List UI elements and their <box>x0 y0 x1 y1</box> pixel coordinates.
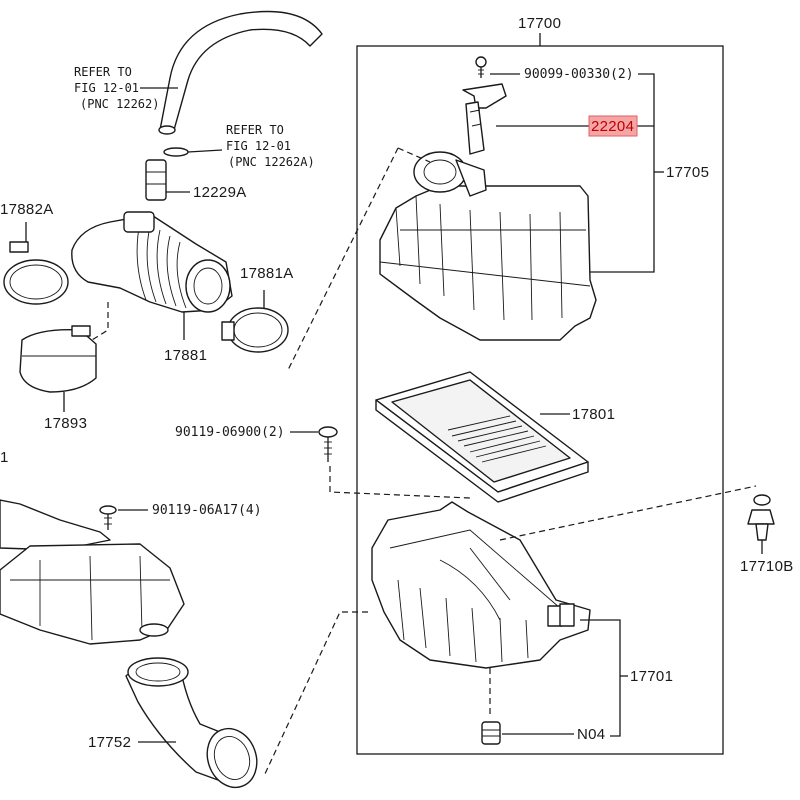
screw-90099-00330 <box>475 56 520 78</box>
clip-17710b <box>747 494 775 554</box>
callout-17701: 17701 <box>630 668 673 685</box>
refer-2-line1: REFER TO <box>226 123 284 137</box>
refer-2-line2: FIG 12-01 <box>226 139 291 153</box>
callout-90119-06900: 90119-06900(2) <box>175 425 285 440</box>
intake-tube-17752 <box>125 657 258 789</box>
refer-1-line2: FIG 12-01 <box>74 81 139 95</box>
air-cleaner-cap <box>379 151 597 341</box>
callout-22204: 22204 <box>591 118 634 135</box>
callout-n04: N04 <box>577 726 605 743</box>
callout-17881: 17881 <box>164 347 207 364</box>
callout-17882a: 17882A <box>0 201 54 218</box>
grommet-n04 <box>481 721 574 745</box>
refer-1-line1: REFER TO <box>74 65 132 79</box>
bolt-90119-06a17 <box>99 505 148 530</box>
callout-17705: 17705 <box>666 164 709 181</box>
bracket-17701 <box>580 619 628 737</box>
dashed-leaders <box>91 147 757 777</box>
callout-12229a: 12229A <box>193 184 247 201</box>
refer-block-2: REFER TO FIG 12-01 (PNC 12262A) <box>226 123 315 169</box>
air-cleaner-case-17701 <box>371 501 591 669</box>
callout-90099-00330: 90099-00330(2) <box>524 67 634 82</box>
refer-2-line3: (PNC 12262A) <box>228 155 315 169</box>
callout-17881a: 17881A <box>240 265 294 282</box>
clamp-17882a <box>3 222 69 305</box>
intake-hose-17881 <box>71 211 233 340</box>
bolt-90119-06900 <box>290 426 338 462</box>
callout-17893: 17893 <box>44 415 87 432</box>
callout-17801: 17801 <box>572 406 615 423</box>
callout-partial-left: 1 <box>0 449 9 466</box>
clamp-17881a <box>221 290 289 353</box>
callout-17700: 17700 <box>518 15 561 32</box>
resonator-17893 <box>19 325 97 412</box>
upper-hose <box>158 10 323 135</box>
small-hose-clip <box>163 147 223 157</box>
callout-17752: 17752 <box>88 734 131 751</box>
callout-17710b: 17710B <box>740 558 794 575</box>
callout-90119-06a17: 90119-06A17(4) <box>152 503 262 518</box>
airflow-sensor-22204 <box>462 83 507 155</box>
lower-duct-assembly <box>0 499 185 645</box>
fitting-12229a <box>145 159 190 201</box>
filter-element-17801 <box>375 371 589 503</box>
assembly-frame-17700: 17700 <box>356 15 724 755</box>
callout-22204-highlight: 22204 <box>588 115 638 137</box>
refer-1-line3: (PNC 12262) <box>80 97 159 111</box>
refer-block-1: REFER TO FIG 12-01 (PNC 12262) <box>74 65 178 111</box>
